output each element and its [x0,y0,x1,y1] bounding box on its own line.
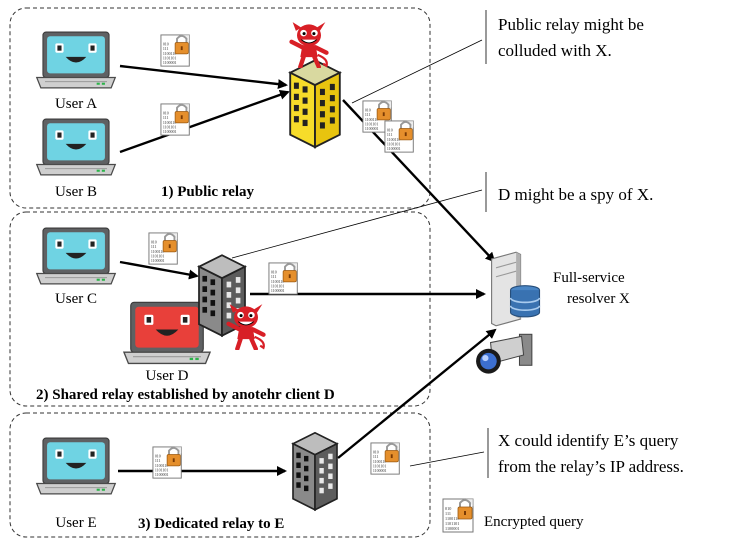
callout-line-ident [409,451,485,467]
section-title-dedicated: 3) Dedicated relay to E [138,516,284,532]
laptop-icon-user-e [36,437,116,495]
document-lock-icon [370,442,401,476]
callout-line-spy [231,189,483,259]
arrow-a-to-relay [119,64,288,90]
callout-ident-line1: X could identify E’s query [498,431,679,450]
document-lock-icon [160,34,191,68]
building-icon-dedicated-relay [292,431,338,511]
laptop-icon-user-d [123,301,211,365]
section-box-shared [9,211,431,407]
document-lock-icon [160,103,191,137]
user-a-label: User A [55,96,97,112]
arrow-c-to-shared-relay [119,260,199,280]
document-lock-icon [152,446,183,480]
resolver-label-line1: Full-service [553,270,625,286]
user-b-label: User B [55,184,97,200]
section-box-public [9,7,431,209]
laptop-icon-user-a [36,31,116,89]
user-d-label: User D [146,368,189,384]
user-e-label: User E [55,515,96,531]
callout-spy: D might be a spy of X. [498,185,653,204]
document-lock-icon [268,262,299,296]
laptop-icon-user-c [36,227,116,285]
devil-icon-public-relay [292,22,327,67]
camera-icon-resolver [475,333,533,375]
section-title-public: 1) Public relay [161,184,255,200]
laptop-icon-user-b [36,118,116,176]
callout-line-public [351,39,483,104]
section-title-shared: 2) Shared relay established by anotehr c… [36,387,335,403]
section-box-dedicated [9,412,431,538]
user-c-label: User C [55,291,97,307]
devil-icon-shared-relay [229,304,264,349]
arrow-b-to-relay [119,89,290,154]
callout-public-line1: Public relay might be [498,15,644,34]
building-icon-public-relay [289,59,341,149]
callout-ident-line2: from the relay’s IP address. [498,457,684,476]
legend-label: Encrypted query [484,514,584,530]
server-icon-resolver [490,251,541,327]
callout-public-line2: colluded with X. [498,41,612,60]
legend-document-lock-icon [442,498,474,533]
resolver-label-line2: resolver X [567,291,630,307]
document-lock-icon [148,232,179,266]
arrow-dedicated-relay-to-resolver [337,328,497,459]
document-lock-icon [384,120,415,154]
